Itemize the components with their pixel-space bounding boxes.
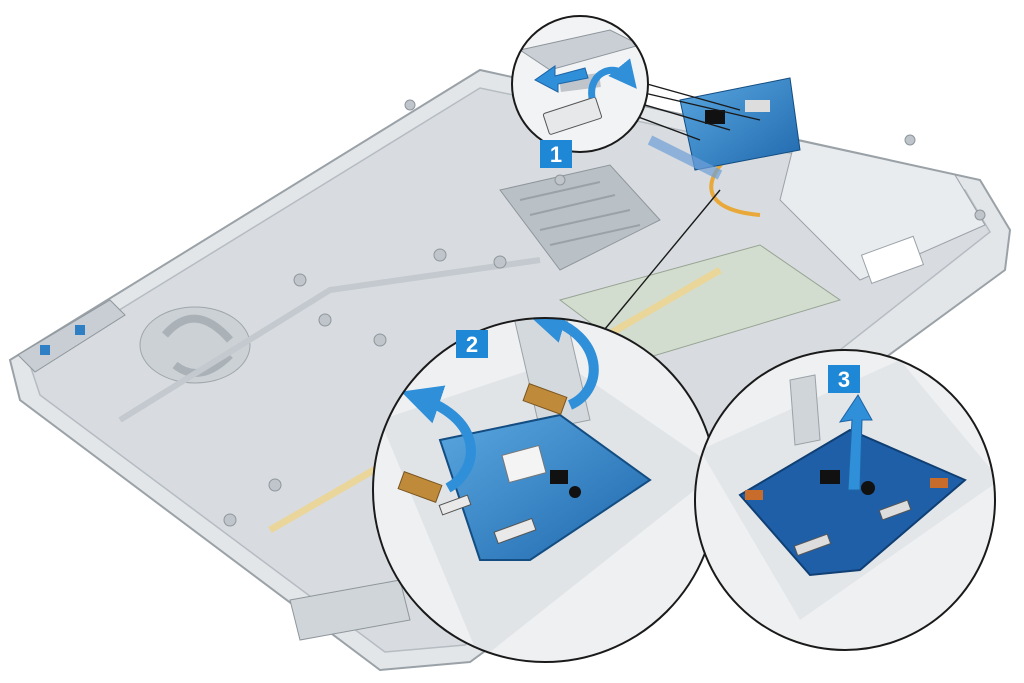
step-number-1: 1	[550, 142, 562, 167]
callout-3	[694, 349, 996, 651]
io-board	[738, 428, 967, 577]
curved-arrow-icon	[588, 58, 637, 99]
heat-pipe	[118, 257, 541, 423]
curved-arrow-icon	[525, 318, 599, 410]
adhesive-tape	[522, 383, 568, 415]
keyboard-mesh	[499, 164, 661, 271]
adhesive-tape	[397, 471, 443, 503]
step-number-3: 3	[838, 367, 850, 392]
screw-posts	[223, 99, 986, 527]
straight-arrow-icon	[838, 394, 873, 491]
wlan-module	[289, 579, 411, 641]
step-number-2: 2	[466, 332, 478, 357]
io-board	[438, 413, 652, 561]
hinge-bracket	[17, 299, 126, 373]
step-badge-1: 1	[540, 140, 572, 168]
ribbon-cable	[647, 135, 723, 180]
step-badge-2: 2	[456, 330, 488, 358]
straight-arrow-icon	[534, 65, 589, 93]
callout-1	[511, 15, 649, 153]
touchpad-bracket	[779, 139, 986, 284]
callout-2	[372, 317, 718, 663]
cable-connector	[542, 96, 603, 135]
curved-arrow-icon	[401, 385, 476, 493]
step-badge-3: 3	[828, 365, 860, 393]
